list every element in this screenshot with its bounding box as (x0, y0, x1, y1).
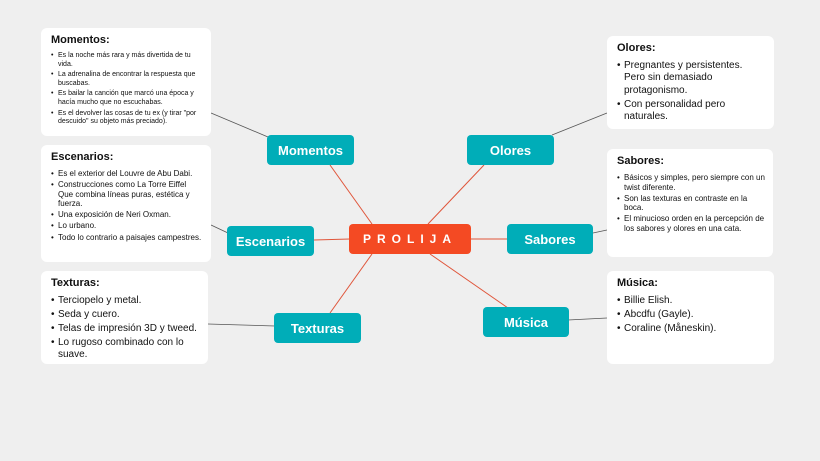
card-olores: Olores: Pregnantes y persistentes. Pero … (607, 36, 774, 129)
card-escenarios-list: Es el exterior del Louvre de Abu Dabi. C… (51, 169, 203, 242)
card-texturas: Texturas: Terciopelo y metal. Seda y cue… (41, 271, 208, 364)
card-texturas-list: Terciopelo y metal. Seda y cuero. Telas … (51, 295, 200, 362)
topic-texturas[interactable]: Texturas (274, 313, 361, 343)
list-item: Básicos y simples, pero siempre con un t… (617, 173, 765, 192)
list-item: Coraline (Måneskin). (617, 323, 766, 336)
list-item: Es bailar la canción que marcó una época… (51, 90, 203, 107)
topic-momentos[interactable]: Momentos (267, 135, 354, 165)
center-node[interactable]: PROLIJA (349, 224, 471, 254)
card-olores-list: Pregnantes y persistentes. Pero sin dema… (617, 60, 766, 124)
list-item: Construcciones como La Torre Eiffel Que … (51, 180, 203, 209)
topic-escenarios[interactable]: Escenarios (227, 226, 314, 256)
list-item: Pregnantes y persistentes. Pero sin dema… (617, 60, 766, 97)
card-musica-list: Billie Elish. Abcdfu (Gayle). Coraline (… (617, 295, 766, 336)
card-escenarios: Escenarios: Es el exterior del Louvre de… (41, 145, 211, 262)
topic-sabores[interactable]: Sabores (507, 224, 593, 254)
card-sabores-title: Sabores: (617, 155, 665, 167)
list-item: Es el devolver las cosas de tu ex (y tir… (51, 110, 203, 127)
list-item: Es la noche más rara y más divertida de … (51, 52, 203, 69)
link-center-musica (429, 253, 509, 309)
topic-olores[interactable]: Olores (467, 135, 554, 165)
link-texturas-card (207, 323, 276, 327)
link-momentos-card (210, 112, 269, 138)
card-momentos-title: Momentos: (51, 34, 110, 46)
card-texturas-title: Texturas: (51, 277, 100, 289)
topic-musica[interactable]: Música (483, 307, 569, 337)
list-item: Abcdfu (Gayle). (617, 309, 766, 322)
link-musica-card (567, 317, 608, 321)
list-item: Todo lo contrario a paisajes campestres. (51, 233, 203, 243)
link-center-texturas (329, 253, 373, 314)
list-item: Con personalidad pero naturales. (617, 99, 766, 124)
card-sabores: Sabores: Básicos y simples, pero siempre… (607, 149, 773, 257)
link-sabores-card (592, 229, 608, 234)
list-item: La adrenalina de encontrar la respuesta … (51, 71, 203, 88)
card-musica: Música: Billie Elish. Abcdfu (Gayle). Co… (607, 271, 774, 364)
link-olores-card (551, 112, 608, 136)
card-escenarios-title: Escenarios: (51, 151, 114, 163)
card-sabores-list: Básicos y simples, pero siempre con un t… (617, 173, 765, 234)
list-item: Lo rugoso combinado con lo suave. (51, 337, 200, 362)
list-item: Es el exterior del Louvre de Abu Dabi. (51, 169, 203, 179)
link-escenarios-card (210, 224, 229, 234)
link-center-olores (427, 164, 485, 225)
list-item: Lo urbano. (51, 221, 203, 231)
list-item: Seda y cuero. (51, 309, 200, 322)
list-item: El minucioso orden en la percepción de l… (617, 214, 765, 233)
list-item: Telas de impresión 3D y tweed. (51, 323, 200, 336)
card-momentos-list: Es la noche más rara y más divertida de … (51, 52, 203, 127)
list-item: Terciopelo y metal. (51, 295, 200, 308)
card-olores-title: Olores: (617, 42, 656, 54)
list-item: Son las texturas en contraste en la boca… (617, 194, 765, 213)
link-center-escenarios (313, 238, 351, 241)
list-item: Billie Elish. (617, 295, 766, 308)
card-momentos: Momentos: Es la noche más rara y más div… (41, 28, 211, 136)
card-musica-title: Música: (617, 277, 658, 289)
link-center-momentos (329, 164, 373, 225)
list-item: Una exposición de Neri Oxman. (51, 210, 203, 220)
